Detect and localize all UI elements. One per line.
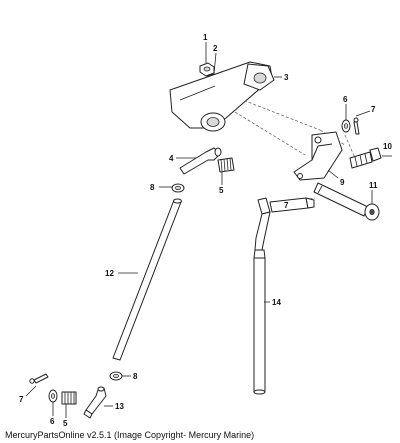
- callout-9: 9: [340, 178, 345, 187]
- callout-11: 11: [369, 181, 378, 190]
- callout-8-lower: 8: [133, 372, 138, 381]
- part-washer-lower[interactable]: [48, 389, 58, 403]
- part-grommet-lower[interactable]: [109, 371, 123, 381]
- part-shift-rod[interactable]: [112, 198, 182, 361]
- part-pin-middle[interactable]: [269, 197, 315, 213]
- callout-3: 3: [284, 73, 289, 82]
- part-cotter-pin-lower[interactable]: [29, 373, 49, 384]
- part-bellcrank-lever[interactable]: [169, 61, 275, 132]
- callout-5-lower: 5: [63, 419, 68, 428]
- part-grommet-upper[interactable]: [171, 183, 185, 193]
- callout-14: 14: [272, 298, 281, 307]
- callout-6-upper: 6: [343, 95, 348, 104]
- callout-5-upper: 5: [219, 186, 224, 195]
- callout-8-upper: 8: [150, 183, 155, 192]
- part-washer-upper[interactable]: [341, 119, 351, 133]
- part-link-rod-lower[interactable]: [83, 386, 107, 419]
- callout-13: 13: [115, 402, 124, 411]
- callout-1: 1: [203, 33, 208, 42]
- callout-6-lower: 6: [50, 417, 55, 426]
- callout-12: 12: [105, 269, 114, 278]
- callout-7-lower: 7: [19, 395, 24, 404]
- part-nut[interactable]: [199, 62, 215, 77]
- part-mounting-bracket[interactable]: [293, 131, 343, 181]
- part-spring-upper[interactable]: [217, 157, 235, 173]
- callout-4: 4: [169, 154, 174, 163]
- part-shift-shaft[interactable]: [253, 197, 271, 395]
- part-stud-bolt[interactable]: [349, 147, 382, 169]
- part-spring-lower[interactable]: [61, 391, 77, 405]
- part-link-rod-upper[interactable]: [179, 147, 222, 175]
- callout-leaders: [25, 42, 392, 418]
- callout-10: 10: [383, 142, 392, 151]
- copyright-caption: MercuryPartsOnline v2.5.1 (Image Copyrig…: [5, 430, 255, 440]
- callout-7-upper: 7: [371, 105, 376, 114]
- callout-7-middle: 7: [284, 201, 289, 210]
- callout-2: 2: [213, 44, 218, 53]
- part-cotter-pin-upper[interactable]: [353, 117, 360, 135]
- callout-labels: 1 2 3 4 5 6 7 8 9 10 11 12 14 8 13 5 6 7…: [19, 33, 392, 428]
